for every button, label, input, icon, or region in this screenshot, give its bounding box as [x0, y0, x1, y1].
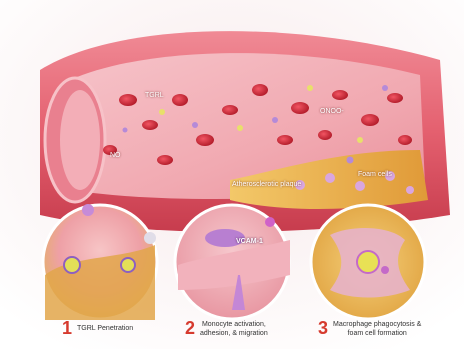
step-text-line: Monocyte activation, — [200, 320, 268, 329]
detail-circle-3 — [311, 205, 425, 319]
step-2-caption: 2 Monocyte activation, adhesion, & migra… — [185, 318, 268, 339]
step-number: 3 — [318, 318, 328, 339]
label-no: NO — [110, 152, 121, 159]
label-onoo: ONOO- — [320, 108, 344, 115]
step-number: 1 — [62, 318, 72, 339]
detail-circle-2 — [175, 205, 290, 319]
label-atherosclerotic-plaque: Atherosclerotic plaque — [232, 181, 301, 188]
detail-circle-1 — [43, 204, 157, 320]
step-1-caption: 1 TGRL Penetration — [62, 318, 133, 339]
step-text: Macrophage phagocytosis & foam cell form… — [333, 320, 421, 338]
label-tgrl: TGRL — [145, 92, 164, 99]
step-number: 2 — [185, 318, 195, 339]
label-vcam-1: VCAM-1 — [236, 238, 263, 245]
label-foam-cells: Foam cells — [358, 171, 392, 178]
step-text-line: TGRL Penetration — [77, 324, 133, 333]
step-text-line: adhesion, & migration — [200, 329, 268, 338]
step-text-line: Macrophage phagocytosis & — [333, 320, 421, 329]
step-text: Monocyte activation, adhesion, & migrati… — [200, 320, 268, 338]
step-3-caption: 3 Macrophage phagocytosis & foam cell fo… — [318, 318, 421, 339]
step-text-line: foam cell formation — [333, 329, 421, 338]
step-text: TGRL Penetration — [77, 324, 133, 333]
